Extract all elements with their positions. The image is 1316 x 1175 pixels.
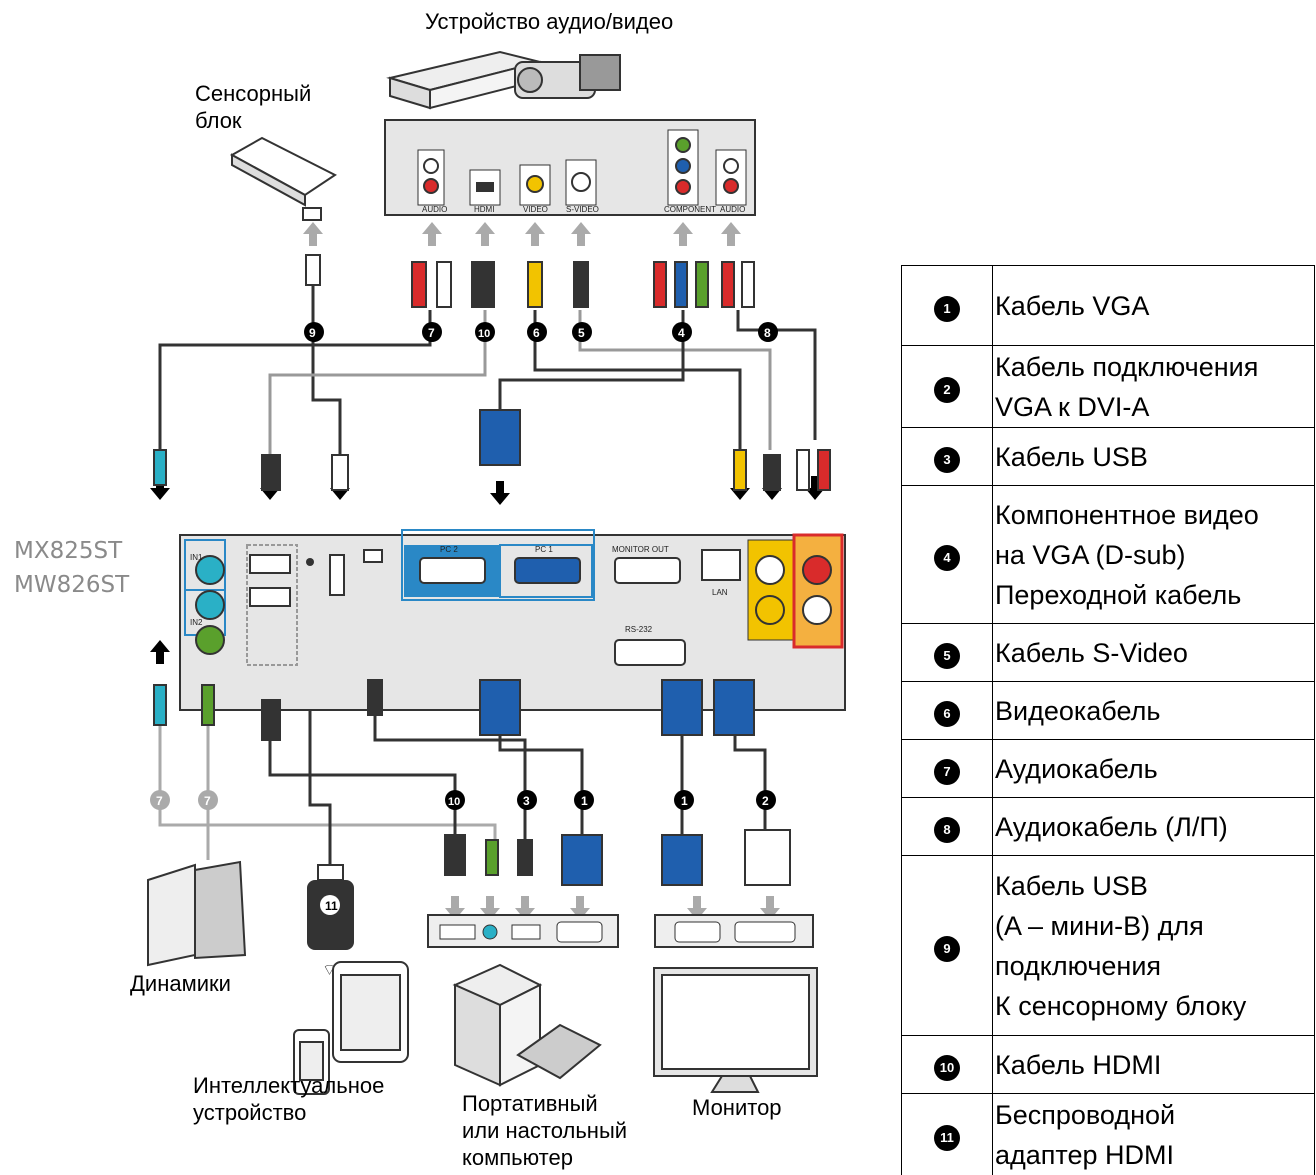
port-label-in2: IN2 — [190, 618, 203, 627]
legend-number-badge: 8 — [934, 817, 960, 843]
legend-text: Видеокабель — [993, 682, 1315, 740]
legend-row: 10 Кабель HDMI — [902, 1036, 1315, 1094]
av-port-label: COMPONENT — [664, 205, 716, 214]
legend-number-badge: 2 — [934, 377, 960, 403]
computer-illustration — [455, 965, 600, 1085]
port-label-pc1: PC 1 — [535, 545, 553, 554]
legend-text: Беспроводной адаптер HDMI — [993, 1094, 1315, 1175]
model-label-2: MW826ST — [14, 572, 129, 598]
port-label-pc2: PC 2 — [440, 545, 458, 554]
top-connectors — [306, 255, 754, 307]
legend-number-badge: 5 — [934, 643, 960, 669]
legend-text: Кабель VGA — [993, 266, 1315, 346]
touch-module-label: Сенсорный блок — [195, 80, 311, 134]
smart-device-label: Интеллектуальное устройство — [193, 1072, 384, 1126]
av-port-label: AUDIO — [422, 205, 447, 214]
legend-number-cell: 2 — [902, 346, 993, 428]
legend-row: 11 Беспроводной адаптер HDMI — [902, 1094, 1315, 1175]
legend-number-badge: 7 — [934, 759, 960, 785]
legend-text: Аудиокабель — [993, 740, 1315, 798]
legend-row: 5 Кабель S-Video — [902, 624, 1315, 682]
legend-text: Компонентное видео на VGA (D-sub) Перехо… — [993, 486, 1315, 624]
legend-number-cell: 8 — [902, 798, 993, 856]
legend-number-cell: 3 — [902, 428, 993, 486]
legend-text: Кабель S-Video — [993, 624, 1315, 682]
legend-number-cell: 7 — [902, 740, 993, 798]
svg-text:3: 3 — [523, 794, 530, 808]
legend-row: 4 Компонентное видео на VGA (D-sub) Перех… — [902, 486, 1315, 624]
speakers-illustration — [148, 862, 245, 965]
svg-text:7: 7 — [428, 326, 435, 340]
legend-number-cell: 1 — [902, 266, 993, 346]
legend-number-badge: 11 — [934, 1125, 960, 1151]
cable-legend-table: 1 Кабель VGA 2 Кабель подключения VGA к DVI… — [901, 265, 1315, 1175]
svg-text:9: 9 — [309, 326, 316, 340]
av-port-label: HDMI — [474, 205, 494, 214]
legend-number-cell: 4 — [902, 486, 993, 624]
legend-number-badge: 6 — [934, 701, 960, 727]
legend-row: 6 Видеокабель — [902, 682, 1315, 740]
av-port-label: AUDIO — [720, 205, 745, 214]
legend-number-badge: 10 — [934, 1055, 960, 1081]
svg-text:10: 10 — [448, 796, 460, 808]
legend-number-cell: 9 — [902, 856, 993, 1036]
legend-number-cell: 5 — [902, 624, 993, 682]
svg-text:1: 1 — [581, 794, 588, 808]
legend-text: Кабель USB — [993, 428, 1315, 486]
legend-row: 1 Кабель VGA — [902, 266, 1315, 346]
legend-number-cell: 10 — [902, 1036, 993, 1094]
computer-port-strip — [428, 915, 618, 947]
svg-text:8: 8 — [764, 326, 771, 340]
monitor-illustration — [654, 968, 817, 1092]
av-device-illustration — [390, 52, 620, 108]
svg-text:2: 2 — [762, 794, 769, 808]
port-label-in1: IN1 — [190, 553, 203, 562]
legend-number-badge: 4 — [934, 545, 960, 571]
legend-number-badge: 1 — [934, 296, 960, 322]
touch-module-illustration — [232, 138, 335, 220]
svg-text:4: 4 — [678, 326, 685, 340]
port-label-rs232: RS-232 — [625, 625, 653, 634]
model-label-1: MX825ST — [14, 538, 122, 564]
legend-row: 2 Кабель подключения VGA к DVI-A — [902, 346, 1315, 428]
svg-text:7: 7 — [156, 794, 163, 808]
legend-number-badge: 9 — [934, 936, 960, 962]
svg-text:5: 5 — [578, 326, 585, 340]
svg-text:7: 7 — [204, 794, 211, 808]
legend-number-cell: 11 — [902, 1094, 993, 1175]
computer-label: Портативный или настольный компьютер — [462, 1090, 627, 1171]
legend-row: 3 Кабель USB — [902, 428, 1315, 486]
legend-number-cell: 6 — [902, 682, 993, 740]
legend-text: Кабель USB (A – мини-B) для подключения … — [993, 856, 1315, 1036]
av-port-label: S-VIDEO — [566, 205, 599, 214]
legend-text: Аудиокабель (Л/П) — [993, 798, 1315, 856]
svg-text:6: 6 — [533, 326, 540, 340]
legend-number-badge: 3 — [934, 447, 960, 473]
svg-text:10: 10 — [478, 328, 490, 340]
legend-row: 7 Аудиокабель — [902, 740, 1315, 798]
legend-row: 9 Кабель USB (A – мини-B) для подключения… — [902, 856, 1315, 1036]
legend-body: 1 Кабель VGA 2 Кабель подключения VGA к DVI… — [902, 266, 1315, 1175]
monitor-port-strip — [655, 915, 813, 947]
av-device-label: Устройство аудио/видео — [425, 8, 673, 35]
port-label-monitor-out: MONITOR OUT — [612, 545, 669, 554]
legend-text: Кабель HDMI — [993, 1036, 1315, 1094]
svg-text:11: 11 — [325, 899, 338, 913]
mid-connectors — [154, 410, 830, 490]
av-port-panel — [385, 120, 755, 215]
legend-text: Кабель подключения VGA к DVI-A — [993, 346, 1315, 428]
monitor-label: Монитор — [692, 1094, 782, 1121]
av-port-label: VIDEO — [523, 205, 548, 214]
svg-text:1: 1 — [681, 794, 688, 808]
port-label-lan: LAN — [712, 588, 728, 597]
speakers-label: Динамики — [130, 970, 231, 997]
legend-row: 8 Аудиокабель (Л/П) — [902, 798, 1315, 856]
